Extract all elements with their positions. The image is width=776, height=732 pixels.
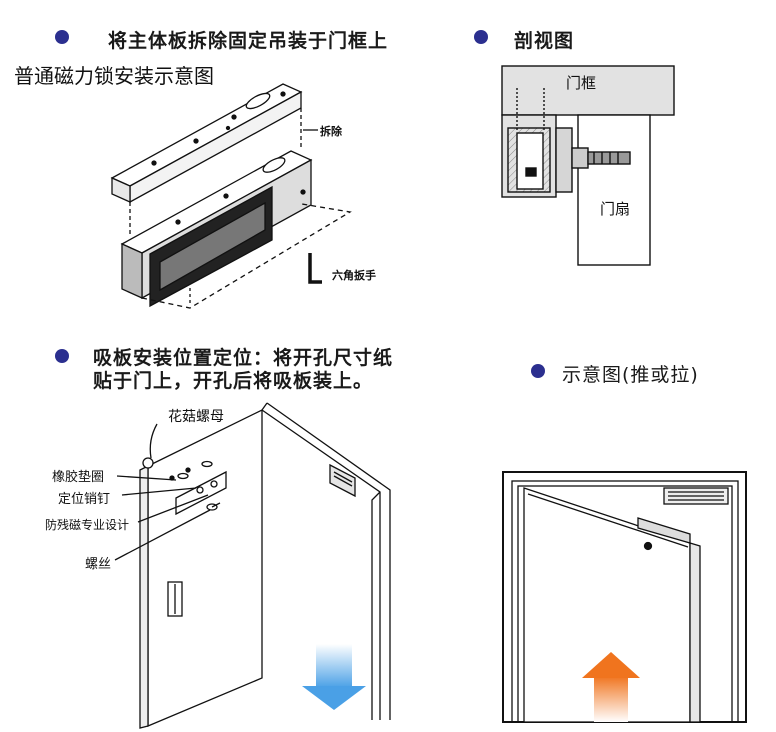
bullet-icon <box>55 349 69 363</box>
label-locating-pin: 定位销钉 <box>58 492 111 507</box>
label-door-leaf: 门扇 <box>600 200 631 218</box>
label-anti-residual: 防残磁专业设计 <box>45 518 130 532</box>
heading-push-pull: 示意图(推或拉) <box>562 364 699 386</box>
push-down-arrow-icon <box>302 644 366 710</box>
push-pull-view <box>502 471 747 723</box>
heading-plate-line1: 吸板安装位置定位：将开孔尺寸纸 <box>93 347 394 369</box>
label-door-frame: 门框 <box>566 74 597 92</box>
lock-exploded-view <box>110 83 352 309</box>
label-hex-wrench: 六角扳手 <box>332 269 376 282</box>
bullet-icon <box>531 364 545 378</box>
label-rubber-washer: 橡胶垫圈 <box>52 470 105 485</box>
heading-remove-plate: 将主体板拆除固定吊装于门框上 <box>108 30 389 52</box>
label-remove: 拆除 <box>320 125 342 138</box>
cross-section-view <box>501 65 675 266</box>
door-install-view <box>114 402 391 729</box>
heading-install-diagram: 普通磁力锁安装示意图 <box>14 64 214 88</box>
heading-cross-section: 剖视图 <box>514 30 575 52</box>
label-mushroom-nut: 花菇螺母 <box>168 409 224 425</box>
label-screw: 螺丝 <box>85 557 112 572</box>
bullet-icon <box>55 30 69 44</box>
bullet-icon <box>474 30 488 44</box>
heading-plate-line2: 贴于门上，开孔后将吸板装上。 <box>93 370 374 392</box>
pull-up-arrow-icon <box>582 652 640 722</box>
